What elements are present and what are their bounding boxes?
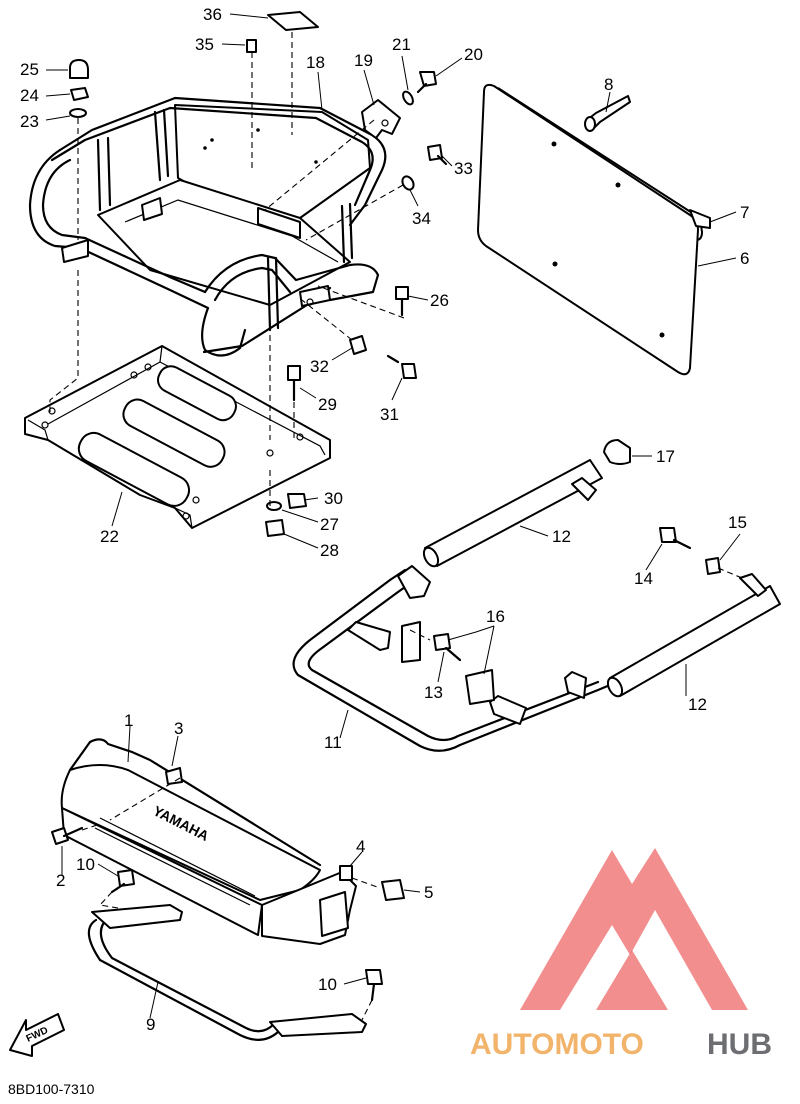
part-9-lower-guard [87, 904, 367, 1041]
part-24-nut [70, 87, 89, 101]
part-17-cap [603, 439, 631, 465]
callout-labels: 36 35 18 19 21 20 25 24 23 8 33 34 7 6 2… [20, 5, 749, 1034]
leader-lines [45, 13, 741, 1019]
part-1-front-bumper: YAMAHA [60, 738, 357, 945]
callout-32: 32 [310, 357, 329, 376]
part-18-rear-carrier [28, 96, 387, 357]
callout-24: 24 [20, 86, 39, 105]
part-36-label [267, 11, 319, 31]
callout-16: 16 [486, 607, 505, 626]
part-28-nut [265, 519, 285, 537]
part-23-washer [69, 108, 87, 118]
callout-22: 22 [100, 527, 119, 546]
callout-7: 7 [740, 203, 749, 222]
part-2-bolt [51, 827, 69, 845]
part-11-guard-frame [292, 565, 612, 752]
callout-4: 4 [356, 837, 365, 856]
callout-21: 21 [392, 35, 411, 54]
callout-1: 1 [124, 711, 133, 730]
part-10-bolt-lower [365, 969, 383, 985]
assembly-lines-bumper [81, 777, 381, 1021]
watermark-triangle-logo [520, 848, 748, 1010]
part-32-nut [349, 335, 367, 355]
part-25-cap-nut [69, 59, 89, 79]
callout-11: 11 [324, 733, 342, 752]
callout-10-lower: 10 [318, 975, 337, 994]
callout-6: 6 [740, 249, 749, 268]
callout-36: 36 [203, 5, 222, 24]
part-29-bolt [287, 365, 301, 381]
callout-28: 28 [320, 541, 339, 560]
part-6-number-plate [477, 83, 711, 376]
callout-15: 15 [728, 513, 747, 532]
part-4-bolt [339, 865, 353, 881]
callout-18: 18 [306, 53, 325, 72]
callout-10-upper: 10 [76, 855, 95, 874]
callout-25: 25 [20, 60, 39, 79]
callout-12-lower: 12 [688, 695, 707, 714]
part-30-nut [287, 493, 307, 509]
callout-30: 30 [324, 489, 343, 508]
part-8-plate-bolt [584, 95, 631, 132]
part-31-bolt [401, 363, 417, 379]
part-3-nut [165, 767, 183, 785]
part-12-guard-tubes [422, 459, 781, 698]
callout-26: 26 [430, 291, 449, 310]
fwd-arrow-icon: FWD [9, 1013, 65, 1057]
callout-31: 31 [380, 405, 399, 424]
part-21-washer [402, 90, 414, 106]
callout-14: 14 [634, 569, 653, 588]
callout-29: 29 [318, 395, 337, 414]
callout-34: 34 [412, 209, 431, 228]
callout-20: 20 [464, 45, 483, 64]
callout-17: 17 [656, 447, 675, 466]
callout-2: 2 [56, 871, 65, 890]
part-34-washer [401, 175, 415, 191]
callout-27: 27 [320, 515, 339, 534]
callout-5: 5 [424, 883, 433, 902]
callout-19: 19 [354, 51, 373, 70]
part-19-bracket [361, 99, 401, 139]
part-16-brackets [401, 621, 495, 705]
part-35-bolt [246, 39, 257, 53]
callout-35: 35 [195, 35, 214, 54]
callout-12-upper: 12 [552, 527, 571, 546]
hardware-rack [69, 11, 448, 537]
callout-3: 3 [174, 719, 183, 738]
diagram-code: 8BD100-7310 [8, 1081, 95, 1097]
assembly-lines-rack [49, 32, 405, 506]
callout-9: 9 [146, 1015, 155, 1034]
watermark-text-hub: HUB [707, 1028, 772, 1061]
callout-33: 33 [454, 159, 473, 178]
part-10-bolt-upper [117, 869, 135, 887]
part-26-bolt [395, 286, 409, 300]
callout-8: 8 [604, 75, 613, 94]
callout-23: 23 [20, 112, 39, 131]
assembly-lines-guard [409, 567, 743, 641]
part-20-bolt [419, 71, 437, 87]
watermark-text-automoto: AUTOMOTO [470, 1028, 644, 1061]
watermark-logo: AUTOMOTO HUB [470, 848, 772, 1061]
callout-13: 13 [424, 683, 443, 702]
part-27-washer [266, 501, 282, 511]
part-22-skid-plate [24, 345, 331, 529]
part-13-bolt [433, 633, 451, 651]
part-15-nut [705, 557, 721, 575]
part-5-clip [381, 879, 405, 901]
